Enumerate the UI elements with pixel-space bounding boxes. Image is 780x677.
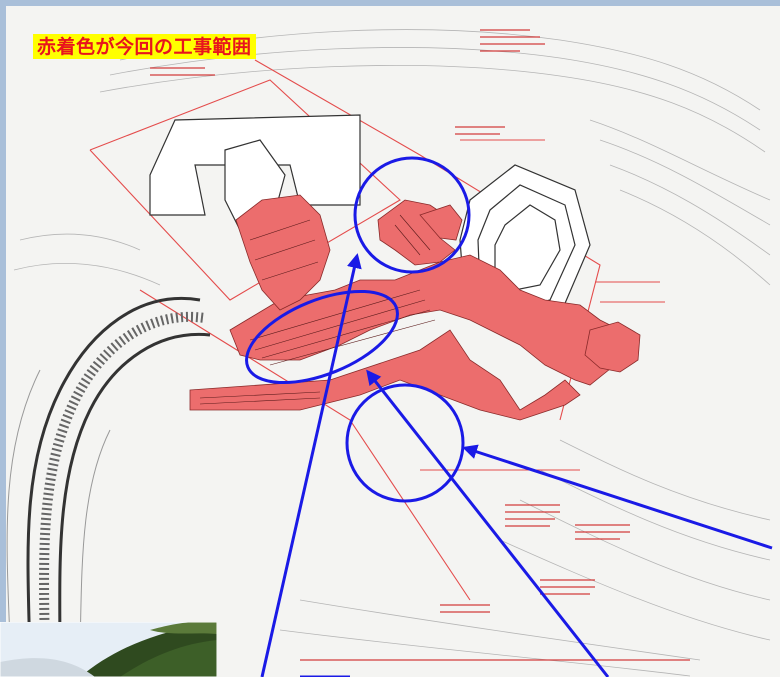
access-road	[6, 297, 211, 661]
annotation-arrows	[260, 253, 773, 677]
arrow-to-middle-ellipse	[366, 369, 610, 677]
construction-area	[189, 194, 641, 421]
contour-lines	[13, 29, 771, 677]
annotation-circle-lower	[345, 383, 465, 503]
site-plan-drawing	[6, 6, 780, 677]
annotation-ellipse-middle	[245, 289, 399, 385]
site-photo-svg	[0, 622, 217, 677]
annotation-circles	[245, 156, 471, 503]
construction-area-caption: 赤着色が今回の工事範囲	[33, 34, 256, 59]
annotation-circle-upper	[353, 156, 471, 274]
arrow-to-upper-circle	[260, 253, 362, 677]
drawing-annotation-marks	[150, 29, 690, 661]
site-photo-inset	[0, 622, 217, 677]
arrow-to-lower-circle	[462, 444, 773, 550]
